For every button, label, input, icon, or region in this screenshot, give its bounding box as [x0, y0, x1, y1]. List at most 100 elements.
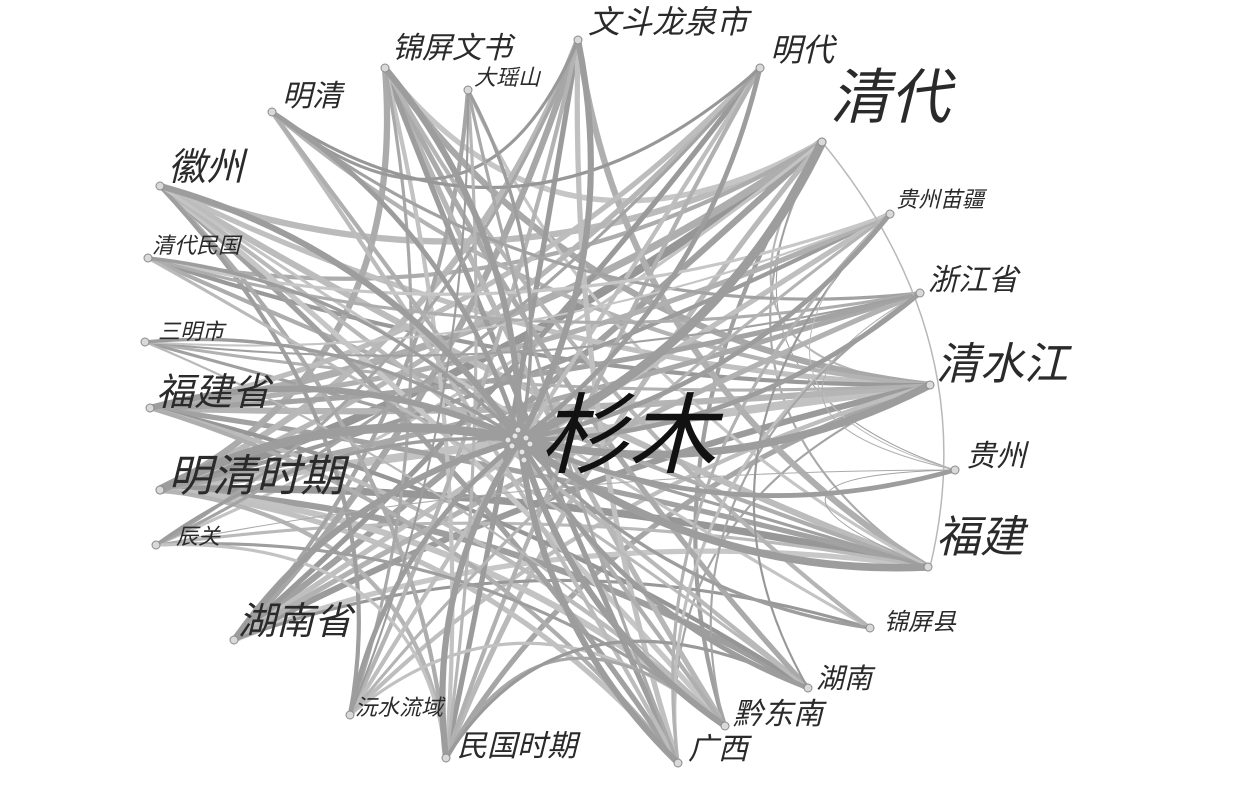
network-edge — [154, 38, 580, 547]
spoke-edge-minguo_shiqi — [439, 436, 524, 762]
network-edge — [824, 469, 956, 568]
node-label-zhejiang_sheng: 浙江省 — [928, 263, 1018, 298]
center-cluster-dot — [520, 456, 528, 464]
node-label-qingshuijiang: 清水江 — [936, 339, 1068, 390]
node-label-huizhou: 徽州 — [168, 145, 245, 189]
node-dot-yuanshui_liuyu — [345, 710, 355, 720]
spoke-edge-dayaoshan — [466, 88, 533, 442]
spoke-layer — [143, 36, 958, 767]
center-cluster-dot — [504, 436, 512, 444]
center-cluster-dot — [508, 442, 516, 450]
network-edge — [270, 66, 762, 190]
spoke-edge-chenguan — [154, 437, 522, 547]
node-dot-jinping_wenshu — [380, 63, 390, 73]
node-label-wendou_longquan: 文斗龙泉市 — [588, 3, 749, 41]
node-label-qiandongnan: 黔东南 — [733, 697, 823, 732]
network-edge — [443, 37, 581, 761]
node-label-mingdai: 明代 — [770, 31, 835, 69]
network-edge — [147, 405, 728, 729]
node-dot-layer — [140, 35, 960, 768]
spoke-edge-fujian — [516, 436, 932, 572]
network-edge — [143, 212, 892, 347]
node-dot-guizhou — [950, 465, 960, 475]
spoke-edge-jinping_wenshu — [381, 64, 524, 444]
spoke-edge-guizhou — [517, 437, 958, 498]
spoke-edge-fujian_sheng — [146, 385, 524, 444]
node-label-guizhou: 贵州 — [966, 439, 1026, 474]
node-dot-zhejiang_sheng — [915, 288, 925, 298]
spoke-edge-hunan_sheng — [230, 436, 524, 644]
network-edge — [347, 65, 763, 718]
network-edge — [156, 486, 812, 692]
node-dot-jinping_xian — [865, 623, 875, 633]
spoke-edge-guizhou_miaojiang — [517, 211, 893, 443]
node-dot-dayaoshan — [463, 85, 473, 95]
network-edge — [157, 183, 449, 761]
spoke-edge-qingshuijiang — [516, 381, 934, 459]
network-edge — [147, 211, 893, 411]
node-label-jinping_xian: 锦屏县 — [884, 608, 956, 636]
center-node-label: 杉木 — [540, 384, 717, 487]
node-dot-hunan — [803, 683, 813, 693]
node-label-hunan: 湖南 — [816, 662, 873, 695]
node-dot-fujian_sheng — [145, 403, 155, 413]
spoke-edge-huizhou — [156, 182, 524, 444]
network-edge — [156, 138, 826, 245]
node-dot-qingdai_minguo — [143, 253, 153, 263]
network-edge — [154, 542, 727, 728]
node-dot-huizhou — [155, 181, 165, 191]
node-dot-chenguan — [151, 540, 161, 550]
node-label-mingqing: 明清 — [282, 79, 342, 114]
node-dot-guangxi — [673, 758, 683, 768]
node-dot-hunan_sheng — [229, 635, 239, 645]
spoke-edge-mingqing — [269, 109, 523, 443]
spoke-edge-sanming_shi — [143, 337, 522, 442]
node-dot-mingdai — [755, 63, 765, 73]
spoke-edge-hunan — [517, 437, 811, 691]
node-label-sanming_shi: 三明市 — [158, 320, 225, 345]
network-edge — [155, 469, 956, 546]
network-edge — [443, 65, 763, 761]
center-cluster-dot — [522, 434, 530, 442]
node-dot-fujian — [923, 562, 933, 572]
node-label-mingqing_shiqi: 明清时期 — [168, 451, 344, 502]
node-label-qingdai: 清代 — [830, 63, 950, 133]
network-edge — [156, 64, 391, 494]
network-edge — [157, 183, 728, 729]
network-edge — [231, 548, 931, 643]
network-edge — [145, 255, 933, 388]
node-label-dayaoshan: 大瑶山 — [474, 66, 541, 91]
network-edge — [382, 65, 728, 729]
spoke-edge-mingdai — [517, 65, 763, 443]
center-cluster-dot — [514, 426, 522, 434]
spoke-edge-mingqing_shiqi — [155, 423, 525, 495]
spoke-edge-qingdai — [515, 137, 827, 445]
network-edge — [143, 340, 727, 728]
spoke-edge-wendou_longquan — [516, 36, 594, 444]
network-edge — [270, 110, 922, 301]
node-dot-minguo_shiqi — [441, 753, 451, 763]
network-edge — [382, 65, 455, 761]
network-edge — [347, 37, 581, 718]
node-label-minguo_shiqi: 民国时期 — [457, 729, 577, 764]
outer-ring-edge — [821, 141, 945, 568]
node-dot-qiandongnan — [720, 721, 730, 731]
network-edge — [769, 140, 930, 569]
network-edge — [348, 212, 892, 717]
center-cluster-dot — [526, 440, 534, 448]
node-label-guangxi: 广西 — [688, 732, 748, 767]
node-dot-qingdai — [817, 137, 827, 147]
network-edge — [156, 485, 932, 571]
node-dot-qingshuijiang — [925, 380, 935, 390]
node-dot-sanming_shi — [140, 337, 150, 347]
spoke-edge-zhejiang_sheng — [517, 290, 923, 443]
node-label-yuanshui_liuyu: 沅水流域 — [355, 696, 444, 721]
node-dot-guizhou_miaojiang — [885, 209, 895, 219]
node-label-guizhou_miaojiang: 贵州苗疆 — [896, 188, 985, 213]
network-edge — [821, 292, 956, 471]
spoke-edge-qingdai_minguo — [146, 256, 522, 442]
network-edge — [158, 184, 872, 630]
spoke-edge-yuanshui_liuyu — [347, 437, 523, 718]
node-label-qingdai_minguo: 清代民国 — [152, 234, 241, 259]
